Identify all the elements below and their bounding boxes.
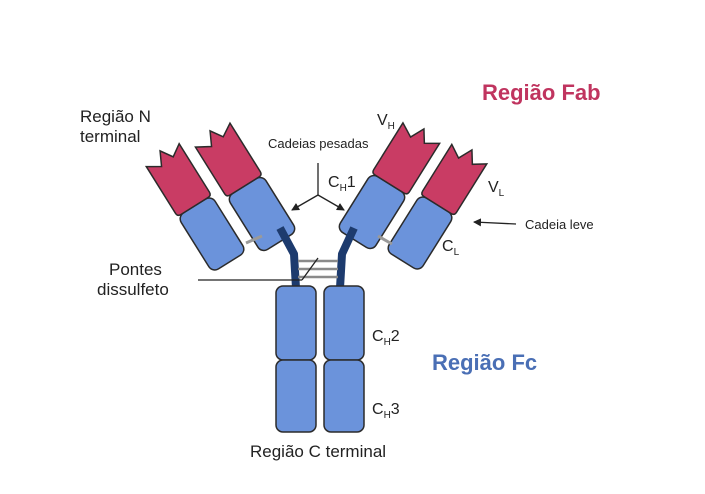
right-ch2-domain bbox=[323, 285, 365, 361]
cl-label: CL bbox=[442, 238, 460, 258]
disulfide-pointer-diag bbox=[301, 257, 319, 281]
right-ch3-domain bbox=[323, 359, 365, 433]
right-hinge bbox=[336, 226, 358, 289]
ch1-label: CH1 bbox=[328, 174, 356, 194]
ch2-label: CH2 bbox=[372, 328, 400, 348]
left-vh-domain bbox=[194, 121, 262, 197]
vh-label: VH bbox=[377, 112, 395, 132]
vl-label: VL bbox=[488, 179, 505, 199]
disulfide-label-line1: Pontes bbox=[109, 260, 162, 279]
heavy-chains-label: Cadeias pesadas bbox=[268, 136, 369, 151]
left-interchain-link bbox=[245, 234, 263, 245]
light-chain-label: Cadeia leve bbox=[525, 217, 594, 232]
fc-region bbox=[275, 285, 365, 433]
ch3-label: CH3 bbox=[372, 401, 400, 421]
n-terminal-label-line2: terminal bbox=[80, 127, 140, 146]
right-light-chain bbox=[387, 142, 489, 270]
left-ch3-domain bbox=[275, 359, 317, 433]
fab-region-title: Região Fab bbox=[482, 80, 601, 105]
fc-region-title: Região Fc bbox=[432, 350, 537, 375]
right-vh-domain bbox=[372, 121, 441, 195]
disulfide-label-line2: dissulfeto bbox=[97, 280, 169, 299]
heavy-chain-pointer-right bbox=[317, 194, 345, 211]
hinge-region bbox=[276, 226, 358, 289]
heavy-chain-pointer bbox=[291, 163, 345, 211]
left-ch2-domain bbox=[275, 285, 317, 361]
n-terminal-label-line1: Região N bbox=[80, 107, 151, 126]
c-terminal-label: Região C terminal bbox=[250, 442, 386, 461]
disulfide-pointer bbox=[198, 257, 319, 281]
left-vl-domain bbox=[144, 142, 211, 217]
left-light-chain bbox=[144, 142, 245, 271]
light-chain-pointer bbox=[473, 218, 517, 227]
right-vl-domain bbox=[421, 142, 489, 216]
right-interchain-link bbox=[377, 234, 393, 246]
heavy-chain-pointer-left bbox=[291, 194, 319, 211]
left-hinge bbox=[276, 226, 300, 289]
